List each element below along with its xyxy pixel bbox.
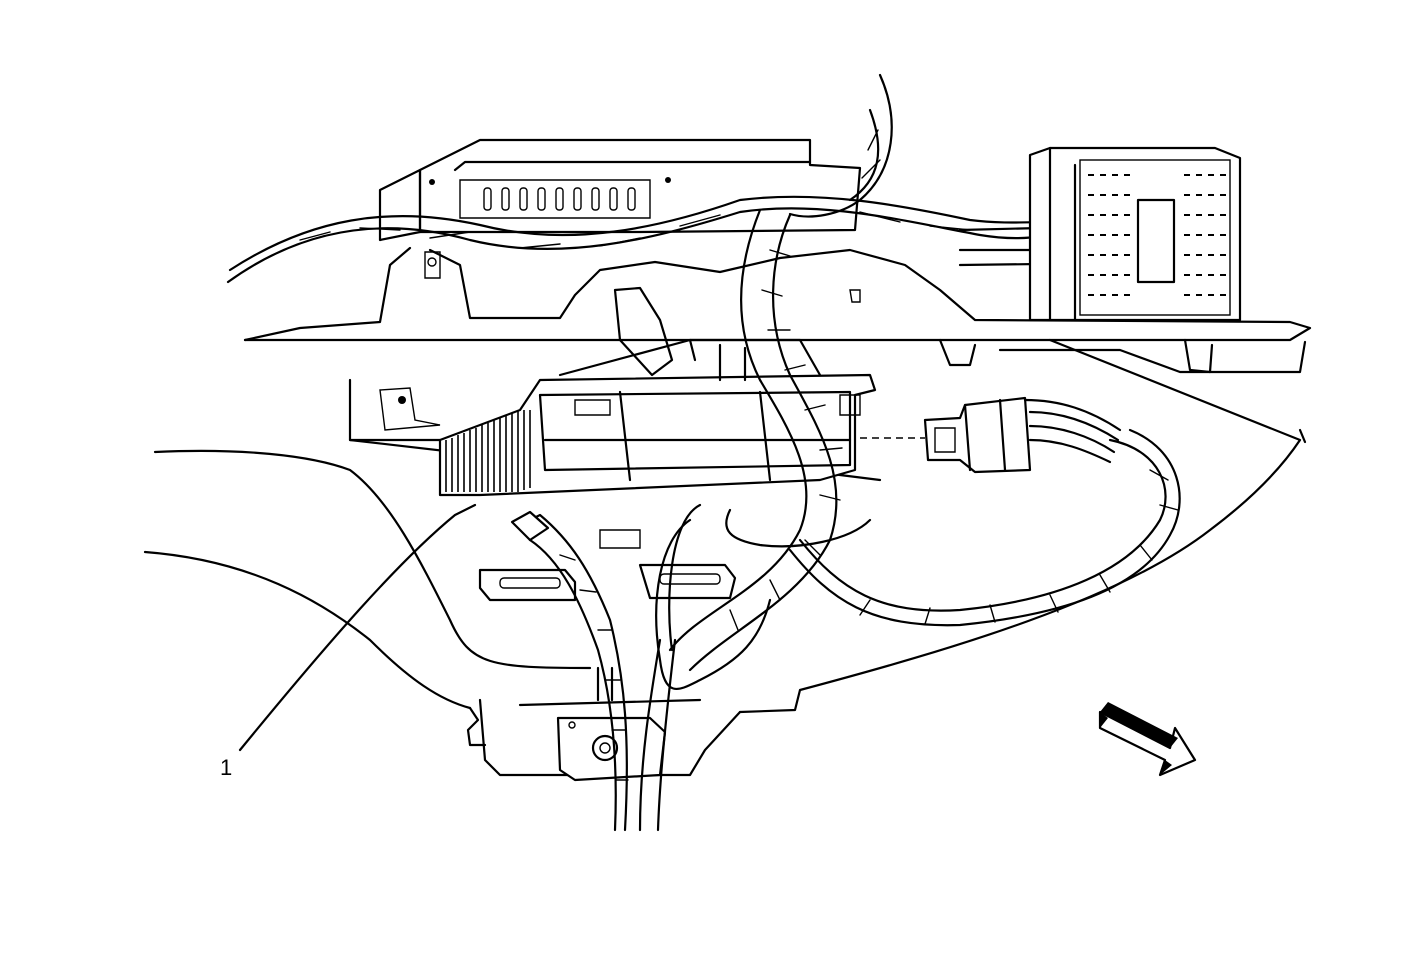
left-bracket: [379, 387, 441, 431]
direction-arrow-icon: [1098, 702, 1197, 777]
lower-small-brackets: [478, 529, 737, 602]
control-module: [438, 338, 877, 497]
fuse-block: [1028, 146, 1242, 322]
module-heatsink-fins: [439, 410, 531, 492]
upper-module: [378, 138, 862, 242]
instrument-panel-carrier: [243, 246, 1312, 377]
lower-wiring-harness: [510, 510, 677, 832]
lower-mounting-bracket: [556, 716, 667, 782]
module-slots: [483, 187, 636, 211]
right-wiring-harness: [788, 428, 1181, 627]
harness-connector: [860, 396, 1122, 474]
center-wiring-harness: [655, 208, 872, 691]
callout-label-1: 1: [220, 755, 232, 780]
fuse-grid: [1088, 174, 1226, 296]
upper-wiring-harness: [226, 73, 1047, 284]
callout-1: 1: [220, 503, 477, 780]
